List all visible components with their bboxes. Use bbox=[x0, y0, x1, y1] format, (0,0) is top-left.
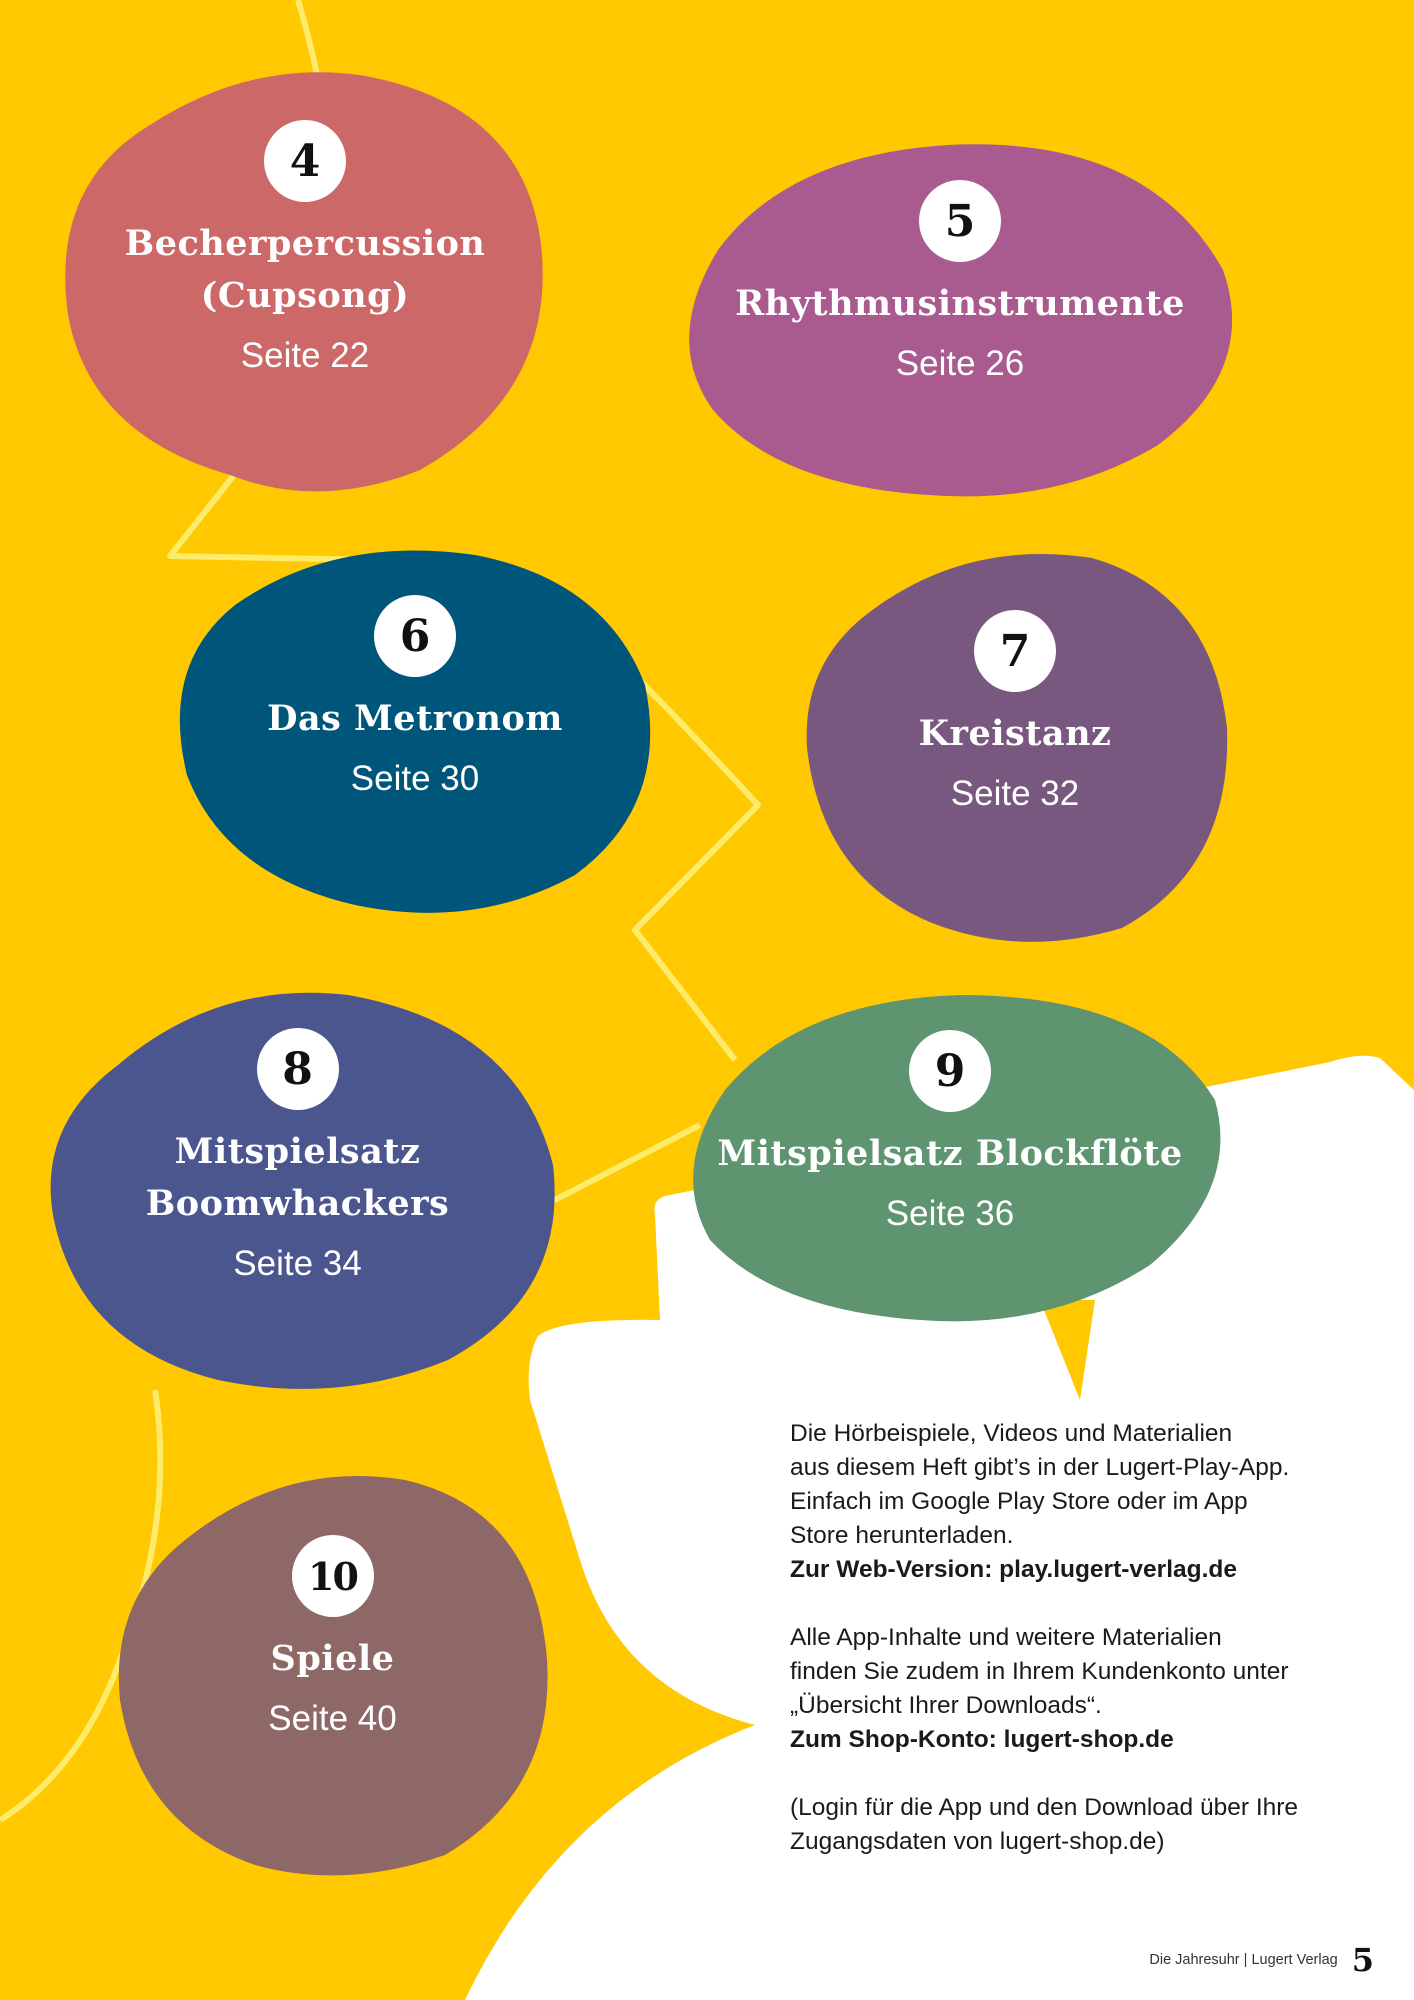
info-line: Zugangsdaten von lugert-shop.de) bbox=[790, 1828, 1165, 1855]
topic-title: Kreistanz bbox=[918, 713, 1112, 754]
topic-page-ref: Seite 40 bbox=[268, 1699, 397, 1738]
topic-bubble-4[interactable]: 4 Becherpercussion (Cupsong) Seite 22 bbox=[70, 120, 540, 378]
bubble-shape-7 bbox=[806, 554, 1228, 942]
bubble-shape-10 bbox=[118, 1476, 548, 1876]
topic-page-ref: Seite 32 bbox=[950, 774, 1080, 813]
topic-page-ref: Seite 30 bbox=[350, 759, 480, 798]
topic-number-badge: 4 bbox=[264, 120, 346, 202]
connector-line bbox=[0, 0, 761, 1823]
info-line: „Übersicht Ihrer Downloads“. bbox=[790, 1692, 1102, 1719]
topic-bubble-10[interactable]: 10 Spiele Seite 40 bbox=[120, 1535, 545, 1741]
topic-bubble-9[interactable]: 9 Mitspielsatz Blockflöte Seite 36 bbox=[690, 1030, 1210, 1236]
bubble-shape-4 bbox=[65, 72, 543, 492]
topic-title: Rhythmusinstrumente bbox=[735, 283, 1185, 324]
topic-number-badge: 10 bbox=[291, 1535, 374, 1617]
topic-title: Das Metronom bbox=[267, 698, 563, 739]
footer-text: Die Jahresuhr | Lugert Verlag bbox=[1149, 1952, 1338, 1968]
topic-number-badge: 9 bbox=[909, 1030, 991, 1112]
info-line: Alle App-Inhalte und weitere Materialien bbox=[790, 1624, 1222, 1651]
topic-number-badge: 8 bbox=[256, 1028, 339, 1110]
topic-page-ref: Seite 34 bbox=[233, 1244, 362, 1283]
topic-page-ref: Seite 26 bbox=[895, 344, 1025, 383]
info-line: (Login für die App und den Download über… bbox=[790, 1794, 1299, 1821]
topic-title: Mitspielsatz Boomwhackers bbox=[145, 1131, 450, 1224]
white-speech-bubble bbox=[465, 1055, 1414, 2000]
web-version-link[interactable]: Zur Web-Version: play.lugert-verlag.de bbox=[790, 1556, 1237, 1583]
page-number: 5 bbox=[1351, 1941, 1374, 1979]
info-line: Einfach im Google Play Store oder im App bbox=[790, 1488, 1248, 1515]
topic-title: Becherpercussion (Cupsong) bbox=[124, 223, 486, 316]
topic-bubble-5[interactable]: 5 Rhythmusinstrumente Seite 26 bbox=[680, 180, 1240, 386]
info-line: finden Sie zudem in Ihrem Kundenkonto un… bbox=[790, 1658, 1289, 1685]
bubble-shape-9 bbox=[693, 995, 1221, 1322]
topic-page-ref: Seite 36 bbox=[885, 1194, 1015, 1233]
bubble-shape-8 bbox=[50, 992, 555, 1389]
topic-number-badge: 6 bbox=[374, 595, 456, 677]
topic-bubble-7[interactable]: 7 Kreistanz Seite 32 bbox=[805, 610, 1225, 816]
topic-number-badge: 7 bbox=[974, 610, 1056, 692]
app-info-text: Die Hörbeispiele, Videos und Materialien… bbox=[790, 1417, 1350, 1859]
yellow-notch bbox=[1040, 1300, 1095, 1400]
topic-title: Spiele bbox=[270, 1638, 395, 1679]
topic-number-badge: 5 bbox=[919, 180, 1001, 262]
topic-page-ref: Seite 22 bbox=[240, 336, 370, 375]
info-line: Die Hörbeispiele, Videos und Materialien bbox=[790, 1420, 1233, 1447]
topic-bubble-6[interactable]: 6 Das Metronom Seite 30 bbox=[180, 595, 650, 801]
topic-bubble-8[interactable]: 8 Mitspielsatz Boomwhackers Seite 34 bbox=[50, 1028, 545, 1286]
info-line: aus diesem Heft gibt’s in der Lugert-Pla… bbox=[790, 1454, 1290, 1481]
shop-account-link[interactable]: Zum Shop-Konto: lugert-shop.de bbox=[790, 1726, 1174, 1753]
bubble-shape-5 bbox=[689, 144, 1233, 497]
bubble-shape-6 bbox=[179, 550, 651, 913]
info-line: Store herunterladen. bbox=[790, 1522, 1014, 1549]
footer: Die Jahresuhr | Lugert Verlag 5 bbox=[1149, 1940, 1374, 1980]
topic-title: Mitspielsatz Blockflöte bbox=[717, 1133, 1183, 1174]
